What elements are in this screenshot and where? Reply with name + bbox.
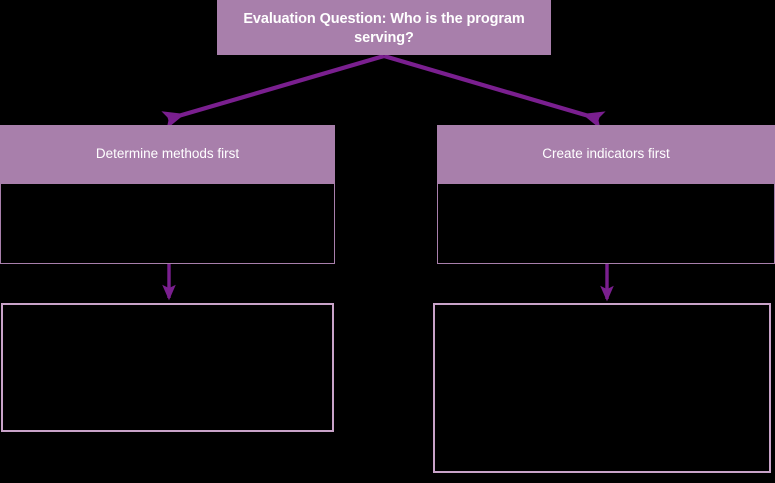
- evaluation-question-text: Evaluation Question: Who is the program …: [243, 10, 525, 46]
- title-to-right-branch-arrow: [383, 53, 606, 130]
- branch-content-box-left: [0, 183, 335, 264]
- branch-content-box-right: [437, 183, 775, 264]
- branch-header-create-indicators-first: Create indicators first: [437, 125, 775, 183]
- branch-header-label: Create indicators first: [542, 146, 670, 162]
- branch-outcome-box-left: [1, 303, 334, 432]
- title-to-left-branch-arrow: [161, 53, 385, 130]
- evaluation-question-banner: Evaluation Question: Who is the program …: [217, 0, 551, 55]
- branch-header-label: Determine methods first: [95, 146, 240, 162]
- branch-header-determine-methods-first: Determine methods first: [0, 125, 335, 183]
- branch-outcome-box-right: [433, 303, 771, 473]
